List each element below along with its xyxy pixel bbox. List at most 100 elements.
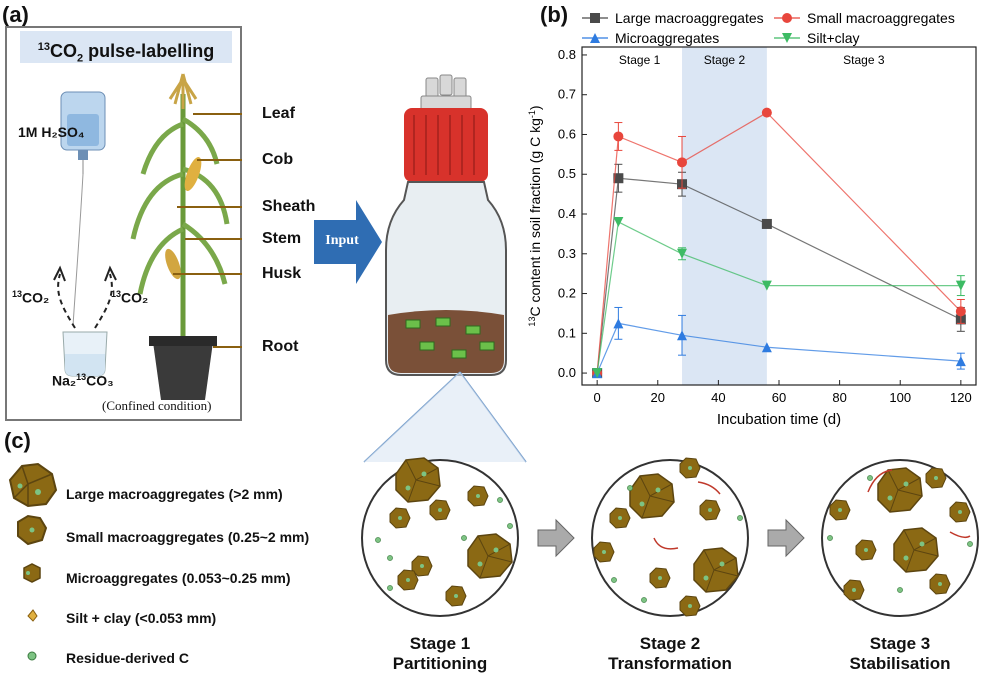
y-tick-label: 0.0 <box>558 365 576 380</box>
part-leaf: Leaf <box>262 105 295 122</box>
data-point <box>955 280 966 291</box>
legend-label-3: Silt+clay <box>807 30 860 46</box>
legend-small: Small macroaggregates (0.25~2 mm) <box>66 529 310 545</box>
microaggregate-icon <box>23 563 41 583</box>
stage-3-title: Stage 3 <box>869 634 931 653</box>
large-aggregate-icon <box>8 462 58 508</box>
stage-3-caption: Stage 3 Stabilisation <box>830 634 970 674</box>
title-sub: 2 <box>77 52 84 65</box>
stage-1-title: Stage 1 <box>409 634 471 653</box>
y-tick-label: 0.4 <box>558 206 576 221</box>
stage-2-subtitle: Transformation <box>608 654 732 673</box>
series-line-0 <box>596 177 962 374</box>
data-point <box>761 280 772 291</box>
title-sup: 13 <box>37 41 51 53</box>
panel-b-letter: (b) <box>540 2 569 27</box>
stage-label-2: Stage 2 <box>704 53 746 67</box>
stage-2-circle <box>591 457 749 617</box>
data-point <box>955 306 966 317</box>
legend-marker <box>590 13 600 23</box>
data-point <box>761 218 772 229</box>
silt-clay-icon <box>27 609 38 622</box>
stage-1-subtitle: Partitioning <box>392 654 488 673</box>
maize-plant-icon <box>130 73 230 349</box>
legend-micro: Microaggregates (0.053~0.25 mm) <box>66 570 291 586</box>
data-point <box>761 342 772 353</box>
y-tick-label: 0.5 <box>558 166 576 181</box>
legend-label-0: Large macroaggregates <box>615 10 764 26</box>
panel-c-letter: (c) <box>4 428 31 453</box>
legend-silt-clay: Silt + clay (<0.053 mm) <box>66 610 217 626</box>
data-point <box>613 173 624 184</box>
small-aggregate-icon <box>17 514 48 546</box>
data-point <box>613 216 624 227</box>
stage-3-circle <box>821 459 979 617</box>
legend-label-2: Microaggregates <box>615 30 719 46</box>
stage-arrow-2 <box>767 518 805 558</box>
confined-label: (Confined condition) <box>102 398 212 413</box>
y-tick-label: 0.1 <box>558 325 576 340</box>
input-arrow <box>314 200 382 284</box>
y-axis-label: 13C content in soil fraction (g C kg-1) <box>527 105 543 326</box>
legend-residue: Residue-derived C <box>66 650 189 666</box>
part-root: Root <box>262 338 299 355</box>
series-line-1 <box>596 111 962 374</box>
y-tick-label: 0.2 <box>558 286 576 301</box>
x-tick-label: 40 <box>711 390 725 405</box>
co2-left-label: 13CO₂ <box>12 289 49 306</box>
series-line-3 <box>596 221 961 374</box>
residue-c-icon <box>27 651 37 661</box>
co2-left-sup: 13 <box>12 289 23 299</box>
part-stem: Stem <box>262 230 302 247</box>
plant-pot-icon <box>149 336 217 400</box>
co2-right-label: 13CO₂ <box>111 289 148 306</box>
y-tick-label: 0.8 <box>558 47 576 62</box>
data-point <box>677 330 688 341</box>
data-point <box>955 356 966 367</box>
legend-large: Large macroaggregates (>2 mm) <box>66 486 283 502</box>
legend-icons <box>8 462 58 661</box>
labelling-illustration <box>53 73 242 400</box>
pulse-labelling-title: 13CO2 pulse-labelling <box>20 31 232 65</box>
stage-2-title: Stage 2 <box>639 634 701 653</box>
stage-1-circle <box>361 457 519 617</box>
x-tick-label: 60 <box>772 390 786 405</box>
part-sheath: Sheath <box>262 198 316 215</box>
part-pointers <box>173 113 242 348</box>
x-tick-label: 120 <box>950 390 972 405</box>
acid-bag-icon <box>60 91 106 327</box>
stage-arrow-1 <box>537 518 575 558</box>
stage-2-band <box>682 47 767 385</box>
stage-2-caption: Stage 2 Transformation <box>600 634 740 674</box>
legend-marker <box>782 33 792 43</box>
panel-a-frame <box>5 26 242 421</box>
stage-1-caption: Stage 1 Partitioning <box>380 634 500 674</box>
part-cob: Cob <box>262 151 294 168</box>
data-point <box>677 157 688 168</box>
beaker-icon <box>62 331 108 377</box>
co2-right-sup: 13 <box>111 289 122 299</box>
stage-circles <box>361 457 979 617</box>
carbonate-label: Na₂13CO₃ <box>52 372 114 389</box>
data-point <box>613 318 624 329</box>
acid-label: 1M H₂SO₄ <box>18 124 85 140</box>
plot-frame <box>581 46 977 386</box>
stage-label-3: Stage 3 <box>843 53 885 67</box>
data-point <box>592 368 603 379</box>
stage-3-subtitle: Stabilisation <box>849 654 951 673</box>
legend-label-1: Small macroaggregates <box>807 10 955 26</box>
part-husk: Husk <box>262 265 302 282</box>
x-tick-label: 80 <box>832 390 846 405</box>
data-point <box>761 107 772 118</box>
title-main: CO <box>50 41 78 61</box>
y-tick-label: 0.6 <box>558 126 576 141</box>
input-label: Input <box>325 233 359 248</box>
co2-left-text: CO₂ <box>22 289 50 306</box>
co2-right-text: CO₂ <box>121 289 149 306</box>
x-tick-label: 0 <box>594 390 601 405</box>
y-tick-label: 0.3 <box>558 246 576 261</box>
legend-marker <box>782 13 792 23</box>
panel-a-letter: (a) <box>2 2 29 27</box>
legend-marker <box>590 33 600 43</box>
